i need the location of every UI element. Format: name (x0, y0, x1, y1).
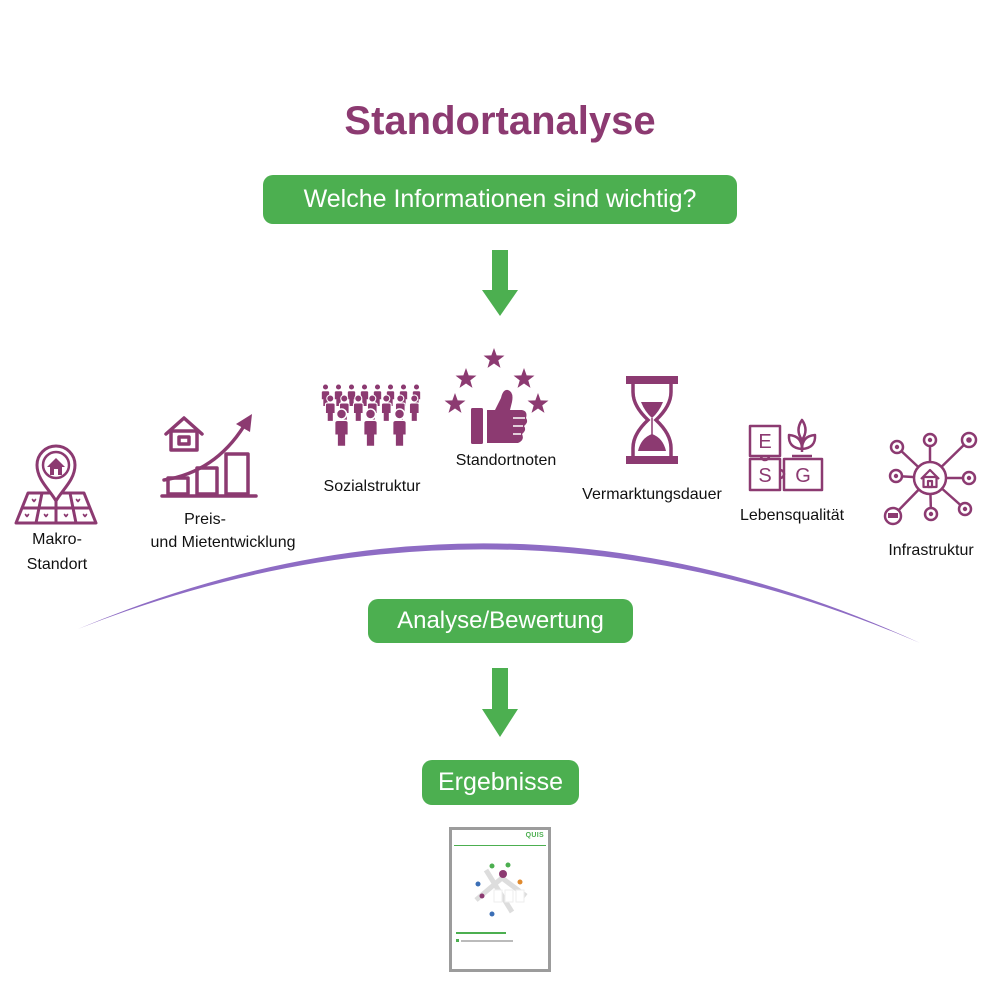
esg-puzzle-icon: E S G (748, 418, 824, 492)
hourglass-icon (626, 376, 678, 464)
factor-label-preis-line1: Preis- (184, 511, 226, 528)
page-title: Standortanalyse (344, 99, 656, 143)
factor-label-preis-line2: und Mietentwicklung (150, 534, 296, 551)
factor-label-makro-line2: Standort (26, 556, 88, 573)
results-box: Ergebnisse (422, 760, 579, 805)
factor-label-infrastruktur: Infrastruktur (888, 542, 974, 559)
report-bullet (456, 939, 459, 942)
report-text-line (461, 940, 513, 942)
thumbs-up-stars-icon (444, 348, 549, 444)
analysis-box: Analyse/Bewertung (368, 599, 633, 643)
crowd-icon (320, 384, 422, 448)
report-header-rule (454, 845, 546, 846)
report-thumbnail: QUIS (449, 827, 551, 972)
report-title-line (456, 932, 506, 934)
factor-label-lebensqualitaet: Lebensqualität (739, 507, 845, 524)
report-brand-logo: QUIS (525, 832, 544, 839)
infrastructure-network-icon (883, 431, 978, 526)
question-box: Welche Informationen sind wichtig? (263, 175, 737, 224)
esg-letter-s: S (758, 465, 771, 487)
report-map-illustration (474, 862, 528, 917)
down-arrow-icon (482, 250, 518, 316)
esg-letter-e: E (758, 431, 771, 453)
factor-label-makro-line1: Makro- (32, 531, 82, 548)
down-arrow-icon (482, 668, 518, 737)
map-pin-house-icon (14, 444, 98, 525)
esg-letter-g: G (795, 465, 811, 487)
factor-label-vermarktungsdauer: Vermarktungsdauer (582, 486, 722, 503)
price-chart-house-icon (160, 414, 258, 498)
factor-label-standortnoten: Standortnoten (455, 452, 557, 469)
factor-label-sozialstruktur: Sozialstruktur (323, 478, 421, 495)
